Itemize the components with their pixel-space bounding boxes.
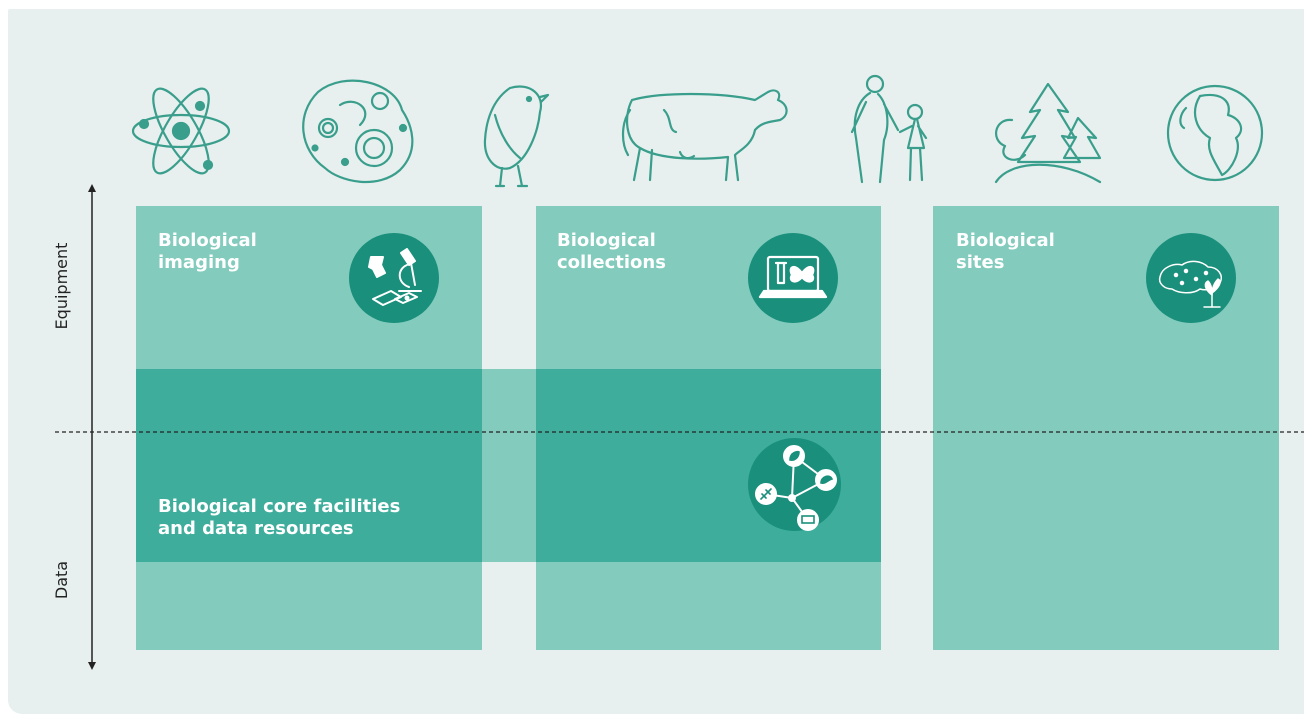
bird-icon xyxy=(483,85,550,188)
band-segment-gap xyxy=(482,369,536,562)
column-label-imaging-line2: imaging xyxy=(158,252,240,273)
column-label-collections: Biological collections xyxy=(557,230,666,274)
people-icon xyxy=(850,74,928,184)
column-label-collections-line2: collections xyxy=(557,252,666,273)
organism-scale-icon-row xyxy=(131,74,1264,188)
column-label-sites-line2: sites xyxy=(956,252,1005,273)
column-label-sites-line1: Biological xyxy=(956,230,1055,251)
microscope-badge-icon xyxy=(349,233,439,323)
globe-icon xyxy=(1166,84,1264,182)
cow-icon xyxy=(621,89,788,182)
band-segment-left xyxy=(136,369,482,562)
column-label-collections-line1: Biological xyxy=(557,230,656,251)
axis-arrow-up-icon xyxy=(88,184,96,192)
band-label: Biological core facilities and data reso… xyxy=(158,496,400,540)
band-label-line2: and data resources xyxy=(158,518,354,539)
network-badge-icon xyxy=(748,438,841,531)
column-label-sites: Biological sites xyxy=(956,230,1055,274)
column-label-imaging-line1: Biological xyxy=(158,230,257,251)
cell-icon xyxy=(302,79,414,184)
laptop-butterfly-badge-icon xyxy=(748,233,838,323)
band-label-line1: Biological core facilities xyxy=(158,496,401,517)
column-label-imaging: Biological imaging xyxy=(158,230,257,274)
axis-label-equipment: Equipment xyxy=(52,242,71,330)
map-plant-badge-icon xyxy=(1146,233,1236,323)
forest-icon xyxy=(994,82,1102,184)
axis-arrow-down-icon xyxy=(88,662,96,670)
axis-label-data: Data xyxy=(52,560,71,600)
atom-icon xyxy=(131,87,231,175)
